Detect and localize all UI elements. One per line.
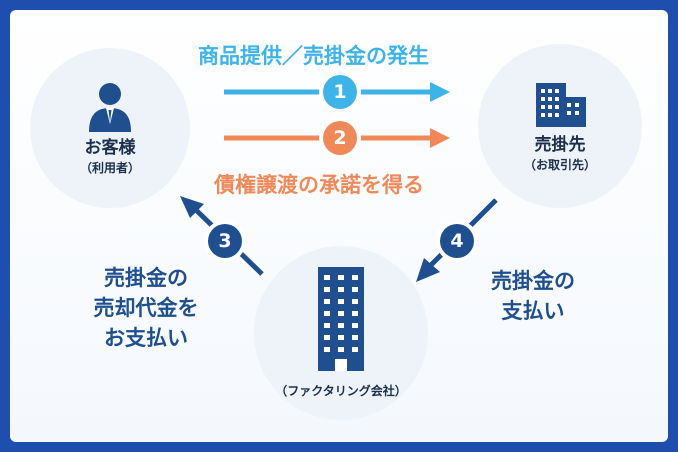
seller-name: 売掛先: [534, 135, 586, 155]
step3-badge: 3: [208, 224, 242, 258]
seller-node: 売掛先 （お取引先）: [478, 44, 642, 208]
step2-label: 債権譲渡の承諾を得る: [214, 173, 424, 197]
person-icon: [89, 83, 131, 132]
customer-name: お客様: [84, 138, 136, 158]
factoring-node: （ファクタリング会社）: [254, 246, 428, 420]
step4-line-1: 売掛金の: [491, 269, 575, 293]
tower-building-icon: [318, 267, 364, 371]
customer-node: お客様 （利用者）: [30, 48, 190, 208]
building-icon: [536, 83, 586, 127]
customer-sub: （利用者）: [79, 161, 140, 175]
step4-badge: 4: [440, 224, 474, 258]
diagram-panel: お客様 （利用者） 売掛先 （お取引先）: [10, 10, 668, 442]
factoring-sub: （ファクタリング会社）: [275, 384, 407, 398]
step2-badge: 2: [323, 121, 357, 155]
step3-line-3: お支払い: [104, 326, 188, 350]
seller-sub: （お取引先）: [523, 158, 596, 172]
step1-label: 商品提供／売掛金の発生: [198, 44, 429, 68]
step3-line-2: 売却代金を: [93, 296, 199, 320]
step1-badge: 1: [323, 75, 357, 109]
step3-line-1: 売掛金の: [104, 266, 188, 290]
step3-text: 売掛金の 売却代金を お支払い: [76, 263, 216, 353]
step4-text: 売掛金の 支払い: [478, 266, 588, 326]
step4-line-2: 支払い: [501, 299, 565, 323]
